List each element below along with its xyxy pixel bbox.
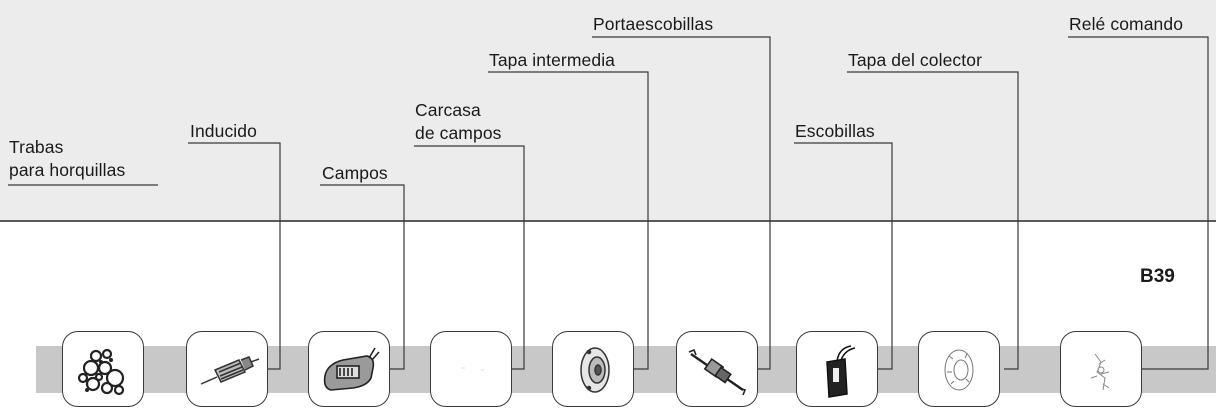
part-frame-tapa-intermedia (552, 331, 634, 407)
armature-icon (200, 356, 260, 385)
solenoid-relay-icon (1090, 353, 1110, 391)
part-frame-campos (308, 331, 390, 407)
leader-inducido (188, 142, 281, 370)
label-carcasa: Carcasa de campos (415, 100, 502, 143)
leader-tapa-colector (847, 71, 1019, 370)
part-frame-portaescobillas (676, 331, 758, 407)
brush-holder-icon (688, 348, 747, 396)
leader-carcasa (414, 145, 525, 370)
divider-line (0, 220, 1216, 222)
part-frame-escobillas (796, 331, 878, 407)
fork-clips-icon (77, 348, 125, 396)
label-campos: Campos (322, 163, 388, 183)
field-housing-icon (461, 367, 484, 371)
label-tapa-intermedia: Tapa intermedia (489, 50, 616, 70)
label-portaescobillas: Portaescobillas (593, 14, 714, 34)
leader-escobillas (794, 142, 893, 370)
field-coils-icon (323, 347, 380, 391)
leader-rele (1068, 36, 1209, 370)
leader-tapa-intermedia (488, 71, 649, 370)
part-frame-tapa-colector (918, 331, 1000, 407)
label-trabas: Trabas para horquillas (9, 137, 126, 180)
part-frame-carcasa (430, 331, 512, 407)
label-rele: Relé comando (1069, 14, 1184, 34)
part-frame-inducido (186, 331, 268, 407)
catalog-code: B39 (1140, 266, 1175, 287)
leader-campos (320, 184, 405, 370)
part-frame-rele (1060, 331, 1142, 407)
brushes-icon (826, 345, 856, 398)
label-escobillas: Escobillas (795, 121, 875, 141)
commutator-cover-icon (944, 349, 974, 391)
leader-portaescobillas (592, 36, 771, 370)
part-frame-trabas (62, 331, 144, 407)
intermediate-cover-icon (580, 347, 610, 393)
label-inducido: Inducido (190, 121, 257, 141)
label-tapa-colector: Tapa del colector (848, 50, 983, 70)
